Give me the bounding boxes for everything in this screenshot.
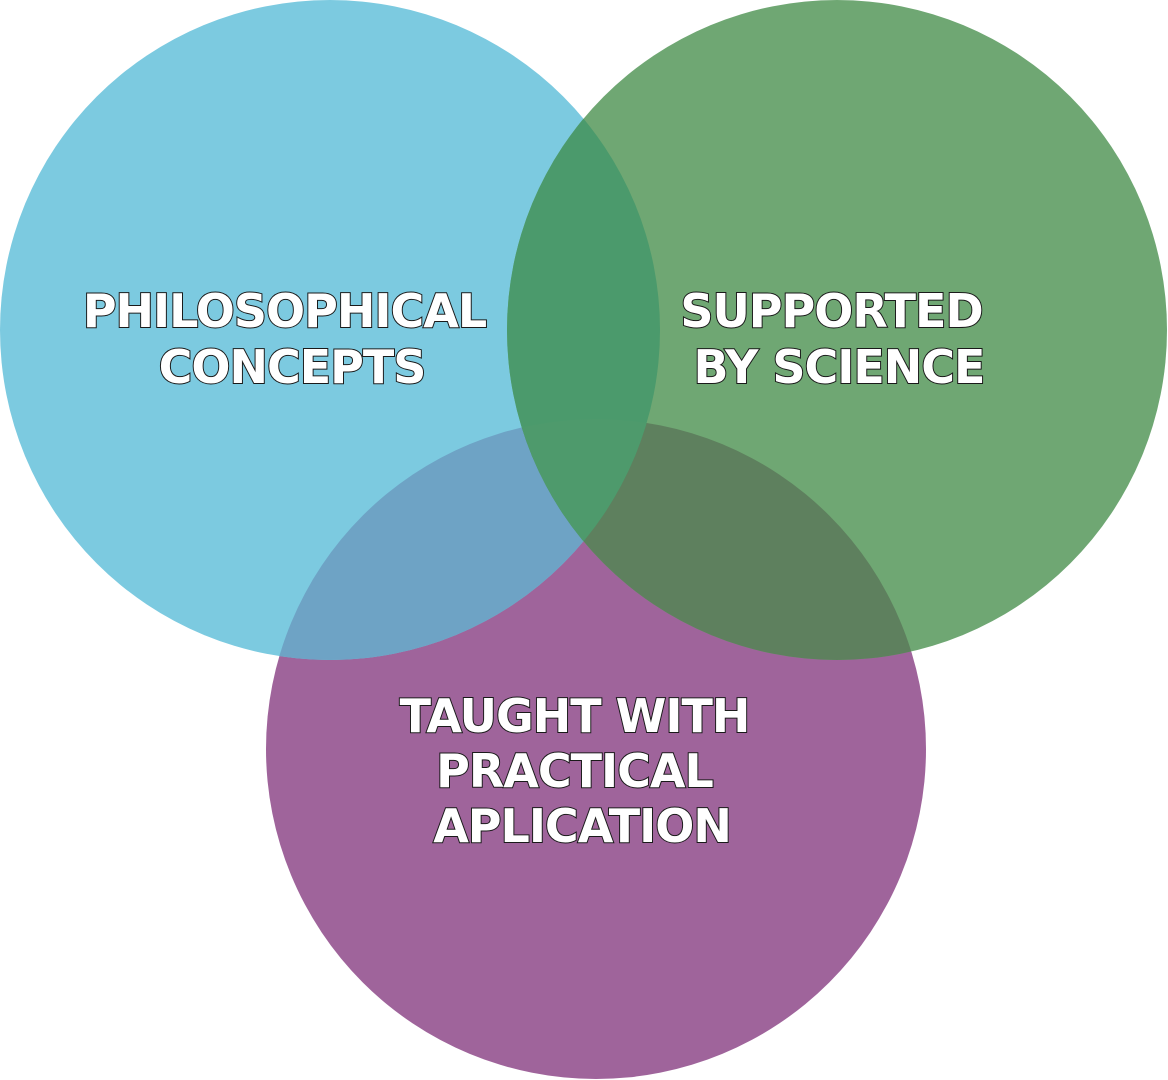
label-philosophical: PHILOSOPHICAL CONCEPTS <box>83 284 501 394</box>
label-philosophical-line-1: PHILOSOPHICAL <box>83 284 487 338</box>
label-practical-line-2: PRACTICAL <box>436 744 713 798</box>
label-practical: TAUGHT WITH PRACTICAL APLICATION <box>400 689 765 853</box>
label-philosophical-line-2: CONCEPTS <box>159 340 426 394</box>
overlap-philosophical-practical <box>266 419 660 660</box>
label-practical-line-1: TAUGHT WITH <box>400 689 750 743</box>
label-science-line-2: BY SCIENCE <box>694 340 985 394</box>
label-science: SUPPORTED BY SCIENCE <box>680 284 997 394</box>
label-practical-line-3: APLICATION <box>433 799 731 853</box>
overlap-science-practical <box>507 419 926 660</box>
label-science-line-1: SUPPORTED <box>680 284 982 338</box>
